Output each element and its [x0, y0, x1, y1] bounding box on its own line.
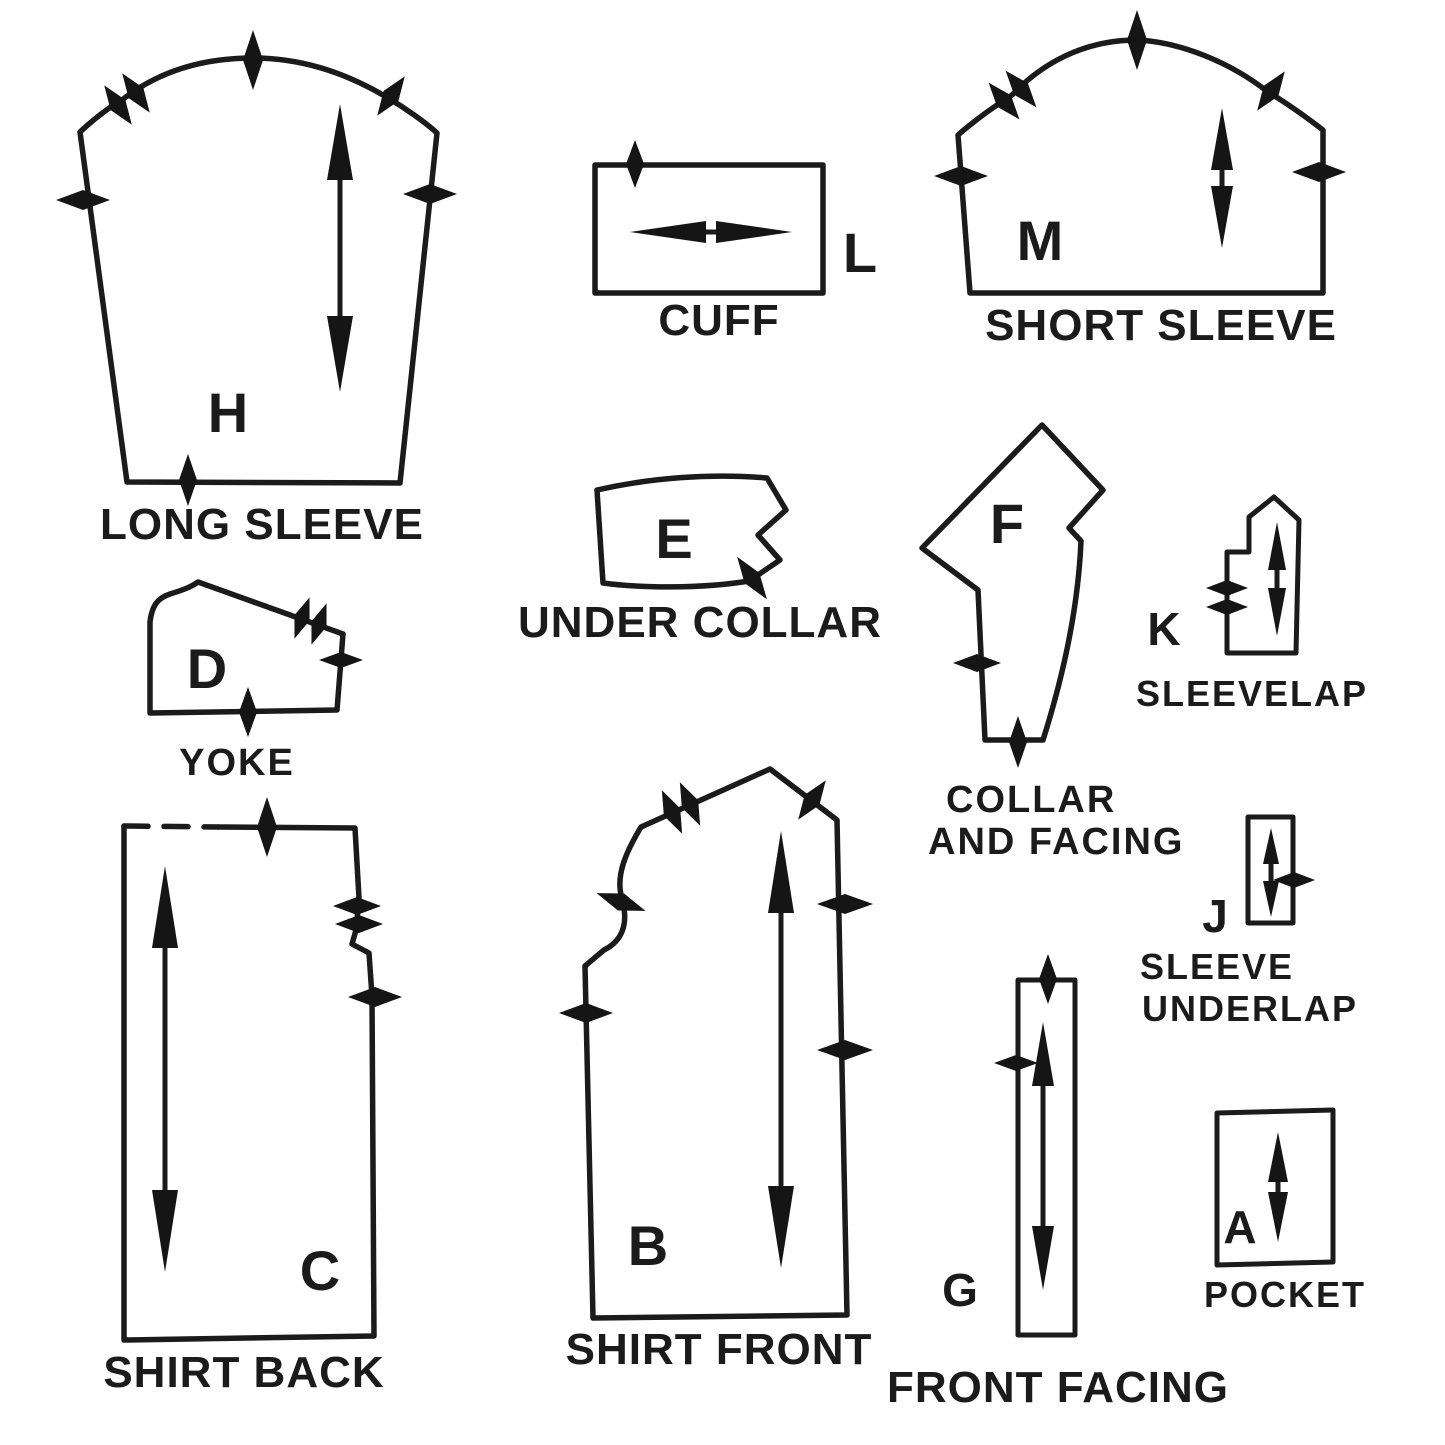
piece-yoke: D YOKE [147, 579, 363, 784]
short-sleeve-notch-right [1292, 162, 1346, 182]
collar-and-facing-letter: F [990, 492, 1024, 555]
shirt-back-notch-right [348, 987, 402, 1007]
short-sleeve-notch-cap-right [1257, 71, 1285, 111]
shirt-front-notch-armhole [596, 893, 646, 911]
sleeve-underlap-letter: J [1202, 890, 1228, 942]
shirt-back-label: SHIRT BACK [103, 1348, 384, 1397]
sleeve-underlap-grainline-arrow [1263, 828, 1279, 917]
long-sleeve-notch-bottom [179, 454, 197, 506]
under-collar-outline [594, 473, 789, 590]
shirt-front-notch-shoulder-1 [661, 790, 683, 834]
sleevelap-grainline-arrow [1268, 522, 1286, 636]
shirt-back-outline [121, 823, 377, 1343]
shirt-back-notch-double-2 [335, 915, 383, 933]
sleeve-underlap-notch-right [1273, 872, 1315, 888]
yoke-letter: D [187, 637, 227, 700]
short-sleeve-notch-left [934, 166, 988, 186]
cuff-outline [592, 162, 826, 296]
cuff-letter: L [843, 221, 877, 284]
long-sleeve-label: LONG SLEEVE [100, 500, 424, 549]
sleevelap-letter: K [1147, 603, 1180, 655]
shirt-front-letter: B [628, 1214, 668, 1277]
pocket-label: POCKET [1204, 1274, 1366, 1315]
yoke-label: YOKE [179, 742, 295, 784]
collar-and-facing-label-line2: AND FACING [928, 821, 1184, 863]
piece-long-sleeve: H LONG SLEEVE [56, 30, 457, 549]
shirt-front-label: SHIRT FRONT [566, 1325, 873, 1374]
shirt-front-notch-right-1 [817, 894, 873, 914]
shirt-front-notch-left [559, 1003, 613, 1023]
shirt-front-notch-shoulder-2 [679, 782, 701, 826]
pocket-letter: A [1223, 1201, 1256, 1253]
sleeve-underlap-label-line2: UNDERLAP [1142, 988, 1358, 1029]
piece-short-sleeve: M SHORT SLEEVE [934, 10, 1346, 350]
shirt-back-notch-double-1 [333, 897, 381, 915]
long-sleeve-notch-right-edge [403, 184, 457, 204]
piece-pocket: A POCKET [1204, 1107, 1366, 1315]
sleevelap-notch-double-2 [1206, 599, 1248, 615]
short-sleeve-grainline-arrow [1211, 108, 1233, 248]
front-facing-notch-left [994, 1055, 1038, 1071]
cuff-label: CUFF [658, 296, 779, 345]
sleeve-underlap-outline [1245, 814, 1296, 926]
piece-front-facing: G FRONT FACING [887, 954, 1229, 1412]
short-sleeve-letter: M [1017, 209, 1064, 272]
shirt-back-foldline [121, 823, 221, 830]
cuff-grainline-arrow [630, 221, 792, 243]
pocket-grainline-arrow [1268, 1132, 1288, 1242]
yoke-notch-bottom [239, 687, 257, 737]
front-facing-letter: G [942, 1264, 978, 1316]
piece-cuff: L CUFF [592, 140, 877, 345]
yoke-notch-double-1 [294, 597, 310, 639]
shirt-front-grainline-arrow [768, 831, 794, 1268]
long-sleeve-notch-cap-top [243, 30, 263, 90]
shirt-front-notch-right-shoulder [798, 780, 826, 820]
long-sleeve-outline [77, 55, 440, 486]
short-sleeve-notch-double-2 [1005, 70, 1037, 108]
long-sleeve-notch-double-1 [104, 85, 132, 125]
sleevelap-outline [1224, 494, 1302, 656]
shirt-back-notch-top [257, 797, 277, 857]
piece-collar-and-facing: F COLLAR AND FACING [919, 422, 1184, 863]
long-sleeve-grainline-arrow [327, 104, 353, 392]
shirt-back-letter: C [300, 1239, 340, 1302]
long-sleeve-letter: H [208, 381, 248, 444]
piece-sleevelap: K SLEEVELAP [1136, 494, 1368, 714]
pocket-outline [1214, 1107, 1336, 1268]
collar-and-facing-notch-bottom [1009, 716, 1027, 768]
under-collar-letter: E [655, 507, 692, 570]
shirt-back-grainline-arrow [152, 866, 178, 1272]
short-sleeve-notch-cap-top [1127, 10, 1147, 70]
front-facing-label: FRONT FACING [887, 1363, 1229, 1412]
sleevelap-notch-double-1 [1206, 580, 1248, 596]
piece-sleeve-underlap: J SLEEVE UNDERLAP [1140, 814, 1358, 1029]
yoke-notch-double-2 [311, 603, 327, 645]
piece-shirt-back: C SHIRT BACK [103, 797, 402, 1397]
piece-shirt-front: B SHIRT FRONT [559, 766, 873, 1374]
long-sleeve-notch-double-2 [122, 73, 150, 113]
yoke-notch-right [319, 652, 363, 668]
sleeve-underlap-label-line1: SLEEVE [1140, 946, 1294, 987]
piece-under-collar: E UNDER COLLAR [518, 473, 882, 647]
yoke-outline [147, 579, 346, 716]
under-collar-label: UNDER COLLAR [518, 598, 882, 647]
under-collar-notch [737, 556, 767, 600]
front-facing-grainline-arrow [1032, 1022, 1054, 1290]
short-sleeve-notch-double-1 [988, 82, 1020, 120]
short-sleeve-label: SHORT SLEEVE [985, 301, 1337, 350]
cuff-notch-top [626, 140, 644, 188]
collar-and-facing-notch-left [953, 654, 1001, 672]
long-sleeve-notch-left-edge [56, 190, 110, 210]
shirt-front-notch-right-2 [817, 1040, 873, 1060]
front-facing-notch-top [1039, 954, 1057, 1004]
collar-and-facing-label-line1: COLLAR [946, 779, 1116, 821]
shirt-front-outline [582, 766, 850, 1321]
long-sleeve-notch-cap-right [377, 76, 405, 116]
sleevelap-label: SLEEVELAP [1136, 673, 1368, 714]
collar-and-facing-outline [919, 422, 1106, 743]
front-facing-outline [1015, 977, 1078, 1338]
